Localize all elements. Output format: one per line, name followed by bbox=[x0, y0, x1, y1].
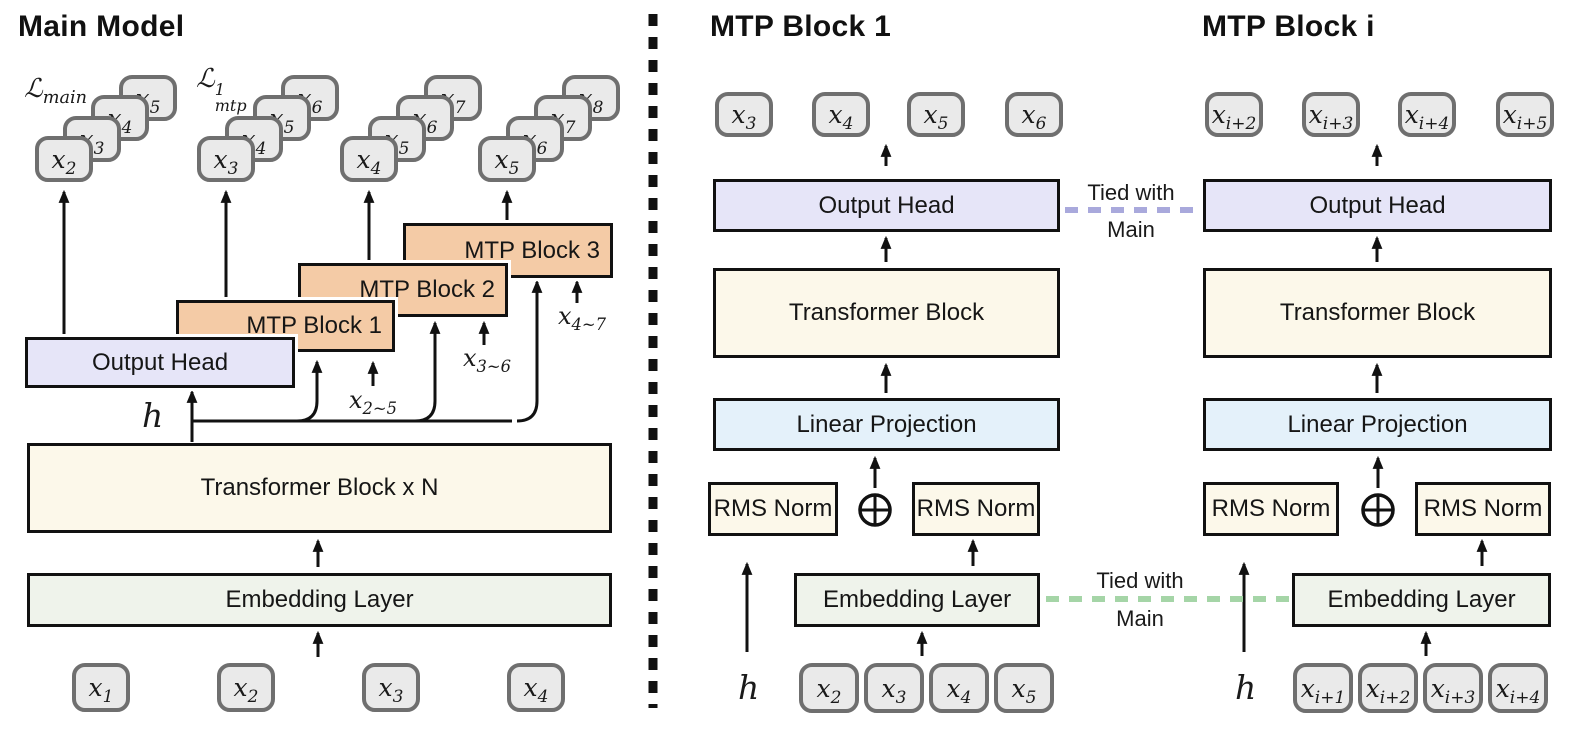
output-head-box-p1: Output Head bbox=[713, 179, 1060, 232]
embedding-layer-box-main: Embedding Layer bbox=[27, 573, 612, 627]
arrow-h-to-mtp3 bbox=[516, 279, 543, 423]
input-token-x2-main: x2 bbox=[217, 663, 275, 712]
output-token-x6-p1: x6 bbox=[1005, 92, 1063, 137]
stack4-card-x5: x5 bbox=[478, 136, 536, 182]
output-head-box-main: Output Head bbox=[22, 334, 298, 391]
h-label-pi: h bbox=[1235, 668, 1257, 707]
transformer-block-box-p1: Transformer Block bbox=[713, 268, 1060, 358]
arrow-h-to-mtp2 bbox=[414, 320, 441, 423]
input-token-x4-main: x4 bbox=[507, 663, 565, 712]
output-head-box-pi: Output Head bbox=[1203, 179, 1552, 232]
rms-norm-left-box-p1: RMS Norm bbox=[708, 482, 838, 536]
input-token-x4-p1: x4 bbox=[929, 663, 989, 713]
input-token-x1-main: x1 bbox=[72, 663, 130, 712]
output-token-xi5-pi: xi+5 bbox=[1496, 92, 1554, 137]
transformer-block-box-main: Transformer Block x N bbox=[27, 443, 612, 533]
rms-norm-left-box-pi: RMS Norm bbox=[1203, 482, 1339, 536]
embedding-layer-box-p1: Embedding Layer bbox=[794, 573, 1040, 627]
input-token-x5-p1: x5 bbox=[994, 663, 1054, 713]
tie-outputhead-label-bottom: Main bbox=[1107, 217, 1155, 242]
linear-projection-box-pi: Linear Projection bbox=[1203, 398, 1552, 451]
loss-main-label: ℒmain bbox=[24, 74, 88, 109]
input-token-x2-p1: x2 bbox=[799, 663, 859, 713]
arrow-h-to-mtp1 bbox=[296, 359, 323, 423]
mtp-block-i-title: MTP Block i bbox=[1202, 10, 1375, 43]
output-token-x5-p1: x5 bbox=[907, 92, 965, 137]
rms-norm-right-box-p1: RMS Norm bbox=[912, 482, 1040, 536]
stack1-card-x2: x2 bbox=[35, 136, 93, 182]
input-token-xi1-pi: xi+1 bbox=[1293, 663, 1353, 713]
output-token-x4-p1: x4 bbox=[812, 92, 870, 137]
input-token-xi3-pi: xi+3 bbox=[1423, 663, 1483, 713]
input-token-x3-p1: x3 bbox=[864, 663, 924, 713]
embedding-layer-box-pi: Embedding Layer bbox=[1292, 573, 1551, 627]
tie-embedding-label-bottom: Main bbox=[1116, 606, 1164, 631]
output-token-x3-p1: x3 bbox=[715, 92, 773, 137]
oplus-icon-pi bbox=[1361, 493, 1395, 527]
tie-embedding-label-top: Tied with bbox=[1096, 568, 1184, 593]
stack2-card-x3: x3 bbox=[197, 136, 255, 182]
range-label-x2-5: x2~5 bbox=[349, 386, 397, 418]
input-token-x3-main: x3 bbox=[362, 663, 420, 712]
h-label-p1: h bbox=[738, 668, 760, 707]
output-token-xi3-pi: xi+3 bbox=[1302, 92, 1360, 137]
output-token-xi2-pi: xi+2 bbox=[1205, 92, 1263, 137]
rms-norm-right-box-pi: RMS Norm bbox=[1415, 482, 1551, 536]
input-token-xi4-pi: xi+4 bbox=[1488, 663, 1548, 713]
range-label-x4-7: x4~7 bbox=[558, 302, 606, 334]
range-label-x3-6: x3~6 bbox=[463, 344, 511, 376]
oplus-icon-p1 bbox=[858, 493, 892, 527]
transformer-block-box-pi: Transformer Block bbox=[1203, 268, 1552, 358]
main-model-title: Main Model bbox=[18, 10, 185, 43]
tie-outputhead-label-top: Tied with bbox=[1087, 180, 1175, 205]
stack3-card-x4: x4 bbox=[340, 136, 398, 182]
linear-projection-box-p1: Linear Projection bbox=[713, 398, 1060, 451]
input-token-xi2-pi: xi+2 bbox=[1358, 663, 1418, 713]
output-token-xi4-pi: xi+4 bbox=[1398, 92, 1456, 137]
mtp-block-1-title: MTP Block 1 bbox=[710, 10, 892, 43]
h-label-main: h bbox=[142, 396, 164, 435]
